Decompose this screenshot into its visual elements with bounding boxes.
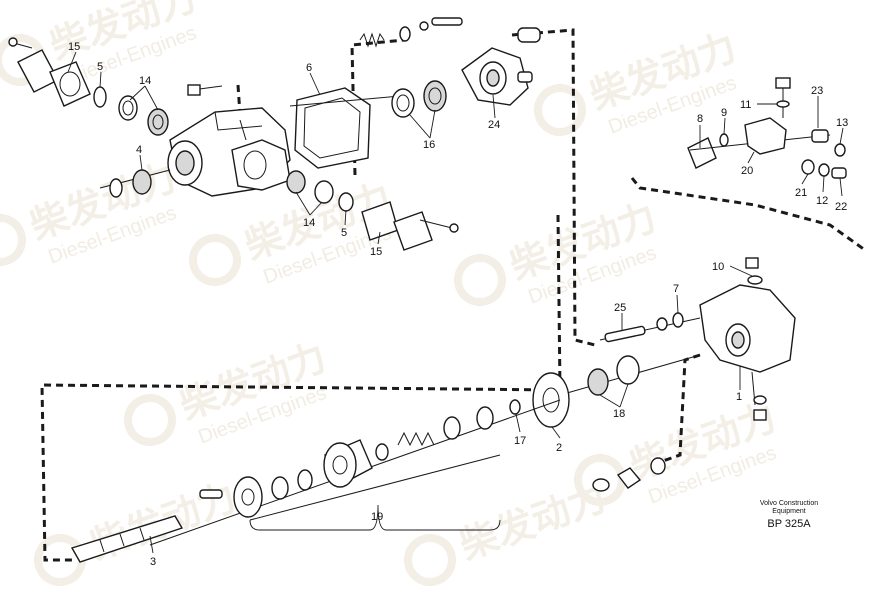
small-parts-bottom-right <box>592 457 666 492</box>
callout-1: 1 <box>736 391 742 403</box>
callout-14-bottom: 14 <box>303 217 315 229</box>
callout-4: 4 <box>136 144 142 156</box>
pump-housing <box>167 84 291 197</box>
callout-6: 6 <box>306 62 312 74</box>
bearing-set-14-top <box>118 95 169 136</box>
callout-21: 21 <box>795 187 807 199</box>
watermark-tile: 柴发动力 Diesel-Engines <box>534 25 742 139</box>
bearing-set-16 <box>391 80 447 118</box>
valve-block-20 <box>687 77 847 179</box>
callout-11: 11 <box>740 99 751 111</box>
end-cover-24 <box>461 27 541 106</box>
watermark-brand-cn: 柴发动力 <box>454 475 612 568</box>
drive-shaft-3 <box>70 515 184 563</box>
bearing-set-18 <box>559 354 701 396</box>
callout-16: 16 <box>423 139 435 151</box>
callout-22: 22 <box>835 201 847 213</box>
watermark-tile: 柴发动力 <box>404 475 612 586</box>
callout-9: 9 <box>721 107 727 119</box>
callout-5-top: 5 <box>97 61 103 73</box>
watermark-tile: 柴发动力 Diesel-Engines <box>124 335 332 449</box>
watermark-tile: 柴发动力 Diesel-Engines <box>454 195 662 309</box>
leader-lines <box>67 51 844 554</box>
callout-7: 7 <box>673 283 679 295</box>
dashed-line-valve-block <box>630 177 866 252</box>
gasket-6 <box>289 87 401 169</box>
callout-19: 19 <box>371 511 383 523</box>
seal-chain-4 <box>99 169 171 198</box>
dashed-line-upper-loop <box>350 28 596 347</box>
callout-15-top: 15 <box>68 41 80 53</box>
port-plate-2 <box>532 372 570 428</box>
callout-24: 24 <box>488 119 500 131</box>
bearing-set-14-bottom <box>286 170 354 212</box>
callout-13: 13 <box>836 117 848 129</box>
drawing-credit: Volvo Construction Equipment BP 325A <box>744 500 834 530</box>
pump-body-1 <box>699 257 796 421</box>
callout-20: 20 <box>741 165 753 177</box>
callout-12: 12 <box>816 195 828 207</box>
callout-23: 23 <box>811 85 823 97</box>
dashed-line-pump-to-cover <box>659 353 701 464</box>
callout-10: 10 <box>712 261 724 273</box>
callout-2: 2 <box>556 442 562 454</box>
rotating-group-19 <box>149 399 561 546</box>
pin-25-and-seals <box>599 312 701 343</box>
callout-8: 8 <box>697 113 703 125</box>
callouts: 15 5 14 4 6 16 24 14 5 15 8 9 11 23 13 2… <box>68 41 848 568</box>
callout-25: 25 <box>614 302 626 314</box>
callout-18: 18 <box>613 408 625 420</box>
callout-5-bottom: 5 <box>341 227 347 239</box>
watermark-tile: 柴发动力 Diesel-Engines <box>0 155 182 269</box>
callout-3: 3 <box>150 556 156 568</box>
callout-14-top: 14 <box>139 75 151 87</box>
callout-15-bottom: 15 <box>370 246 382 258</box>
spring-and-pin-top <box>359 17 463 48</box>
cover-plate-15-bottom <box>361 201 459 251</box>
credit-company: Volvo Construction Equipment <box>759 500 819 515</box>
drawing-code: BP 325A <box>767 518 811 530</box>
watermark: 柴发动力 Diesel-Engines 柴发动力 Diesel-Engines … <box>0 0 782 586</box>
callout-17: 17 <box>514 435 526 447</box>
